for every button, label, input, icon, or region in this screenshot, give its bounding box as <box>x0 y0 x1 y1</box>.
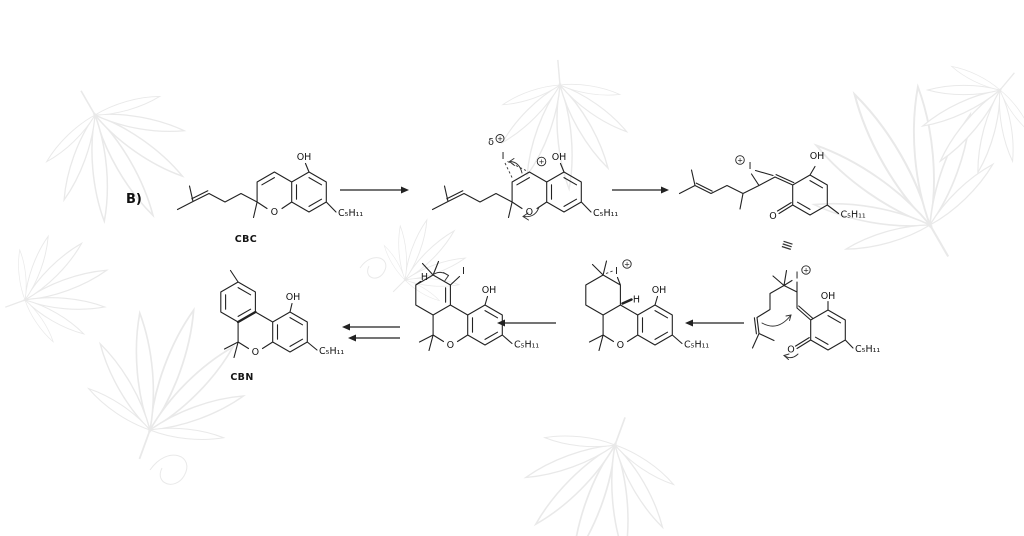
bond-skeleton <box>678 165 840 216</box>
ring-oxygen-label: O <box>252 347 259 358</box>
pentyl-label: C₅H₁₁ <box>684 340 709 351</box>
hydroxyl-label: OH <box>810 151 825 162</box>
ring-oxygen-label: O <box>617 340 624 351</box>
structure-iodonium-attack: I δ + + OH O C₅H₁₁ <box>431 134 618 221</box>
bond-skeleton <box>751 269 854 351</box>
curved-arrow-head <box>508 158 515 166</box>
plus-charge: + <box>624 261 630 269</box>
ring-oxygen-label: O <box>526 207 533 218</box>
ring-fusion-bond <box>236 310 257 324</box>
plus-charge-circle: + <box>495 134 505 143</box>
hydroxyl-label: OH <box>297 152 312 163</box>
equivalence-symbol: ≡ <box>779 235 797 256</box>
hydroxyl-label: OH <box>821 291 836 302</box>
watermark-curl <box>149 454 188 485</box>
hydrogen-label: H <box>633 295 640 306</box>
plus-charge-circle: + <box>801 265 811 275</box>
reaction-arrow-2 <box>612 186 669 194</box>
curved-arrow <box>523 206 540 218</box>
curved-arrow-head <box>783 353 790 360</box>
ketone-oxygen-label: O <box>787 345 794 356</box>
partial-bond-dashes <box>504 161 527 179</box>
iodine-label: I <box>615 266 618 277</box>
hydroxyl-label: OH <box>482 285 497 296</box>
iodine-label: I <box>749 161 752 172</box>
structure-tricyclic-iodonium: I + H OH O C₅H₁₁ <box>585 259 709 352</box>
hydroxyl-label: OH <box>652 285 667 296</box>
curved-arrow <box>761 314 792 327</box>
curved-arrow <box>509 161 523 174</box>
pentyl-label: C₅H₁₁ <box>514 340 539 351</box>
pentyl-label: C₅H₁₁ <box>841 210 866 221</box>
curved-arrow-head <box>443 272 450 281</box>
cannabis-leaf-watermark <box>500 390 698 536</box>
partial-bond-dash <box>605 270 615 274</box>
pentyl-label: C₅H₁₁ <box>855 344 880 355</box>
hydroxyl-label: OH <box>552 152 567 163</box>
structure-ring-opened-cation: I + OH O C₅H₁₁ <box>678 151 866 222</box>
hydrogen-label: H <box>421 272 428 283</box>
plus-charge: + <box>737 157 743 165</box>
plus-charge-circle: + <box>536 156 547 167</box>
curved-arrow-head <box>522 212 529 221</box>
pentyl-label: C₅H₁₁ <box>319 346 344 357</box>
bond-skeleton <box>220 269 318 359</box>
svg-text:≡: ≡ <box>779 235 797 256</box>
structure-cbc: OH O C₅H₁₁ CBC <box>176 152 363 245</box>
structure-vinyl-iodide-elimination: I H OH O C₅H₁₁ <box>415 260 539 352</box>
plus-charge: + <box>539 158 545 166</box>
iodine-label: I <box>462 266 465 277</box>
bold-bond-to-h <box>621 298 633 305</box>
compound-name-cbc: CBC <box>235 234 257 245</box>
plus-charge-circle: + <box>735 155 745 165</box>
plus-charge-circle: + <box>622 259 632 269</box>
bond-skeleton <box>431 162 592 219</box>
iodine-label: I <box>796 271 799 282</box>
bond-skeleton <box>176 162 337 219</box>
pentyl-label: C₅H₁₁ <box>338 208 363 219</box>
cannabis-leaf-watermark <box>0 218 127 360</box>
pentyl-label: C₅H₁₁ <box>593 208 618 219</box>
iodine-label: I <box>502 151 505 162</box>
bond-skeleton <box>415 260 513 352</box>
reaction-arrow-3 <box>685 319 744 327</box>
structure-cyclization-intermediate: I + OH O C₅H₁₁ <box>751 265 880 360</box>
plus-charge: + <box>497 135 503 143</box>
watermark-curl <box>359 257 387 279</box>
panel-label: B) <box>126 192 142 207</box>
plus-charge: + <box>803 267 809 275</box>
ketone-oxygen-label: O <box>769 211 776 222</box>
compound-name-cbn: CBN <box>230 372 253 383</box>
delta-charge: δ <box>488 137 494 148</box>
reaction-arrow-1 <box>340 186 409 194</box>
reaction-double-arrow <box>342 323 400 342</box>
bond-skeleton <box>585 260 683 352</box>
hydroxyl-label: OH <box>286 292 301 303</box>
ring-oxygen-label: O <box>271 207 278 218</box>
ring-oxygen-label: O <box>447 340 454 351</box>
structure-cbn: OH O C₅H₁₁ CBN <box>220 269 344 383</box>
curved-arrow-head <box>785 314 792 321</box>
curved-arrow <box>429 271 449 278</box>
reaction-arrow-4 <box>497 319 556 327</box>
